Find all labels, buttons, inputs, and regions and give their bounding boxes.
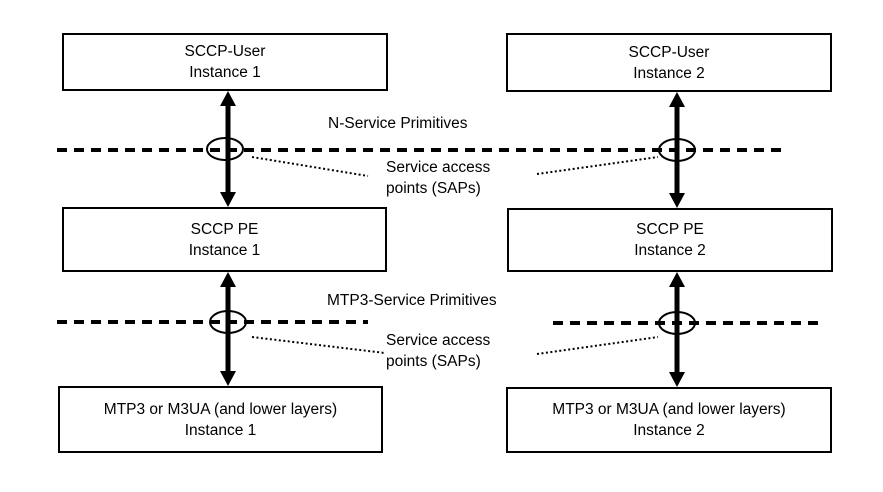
label-n-service-primitives: N-Service Primitives [328,115,468,132]
label-service-access-points-bottom: Service access points (SAPs) [386,330,490,372]
box-title: MTP3 or M3UA (and lower layers) [103,400,338,418]
box-sccp-pe-instance-1: SCCP PE Instance 1 [62,207,387,272]
box-subtitle: Instance 1 [188,241,261,259]
box-mtp3-m3ua-instance-2: MTP3 or M3UA (and lower layers) Instance… [506,387,832,453]
sap-ellipse-bottom-right [658,311,696,335]
box-subtitle: Instance 2 [633,422,705,439]
arrow-sccp-pe-1-to-mtp3-1 [220,272,236,386]
sap-ellipse-top-left [206,137,244,161]
sap-leader-bottom-right [536,336,659,355]
box-title: SCCP PE [190,220,259,238]
sap-leader-top-left [251,156,369,177]
label-sap-bottom-line2: points (SAPs) [386,353,481,370]
box-title: SCCP PE [636,221,704,238]
box-title: SCCP-User [628,43,710,61]
box-sccp-user-instance-1: SCCP-User Instance 1 [62,33,388,91]
arrow-sccp-user-1-to-sccp-pe-1 [220,91,236,207]
arrow-sccp-user-2-to-sccp-pe-2 [669,92,685,208]
sap-leader-top-right [536,156,659,175]
box-mtp3-m3ua-instance-1: MTP3 or M3UA (and lower layers) Instance… [58,386,383,453]
box-subtitle: Instance 1 [184,421,257,439]
sap-ellipse-top-right [658,138,696,162]
label-mtp3-service-primitives: MTP3-Service Primitives [327,292,497,309]
box-sccp-pe-instance-2: SCCP PE Instance 2 [507,208,833,272]
box-subtitle: Instance 2 [634,242,706,259]
arrow-sccp-pe-2-to-mtp3-2 [669,272,685,387]
box-subtitle: Instance 1 [189,64,261,81]
sap-ellipse-bottom-left [209,310,247,334]
label-service-access-points-top: Service access points (SAPs) [386,157,490,199]
label-sap-top-line1: Service access [386,159,491,176]
box-subtitle: Instance 2 [633,64,705,82]
box-title: MTP3 or M3UA (and lower layers) [552,401,786,418]
box-sccp-user-instance-2: SCCP-User Instance 2 [506,33,832,92]
sap-leader-bottom-left [251,336,386,354]
label-sap-bottom-line1: Service access [386,332,491,349]
label-sap-top-line2: points (SAPs) [386,180,481,197]
box-title: SCCP-User [184,43,266,60]
